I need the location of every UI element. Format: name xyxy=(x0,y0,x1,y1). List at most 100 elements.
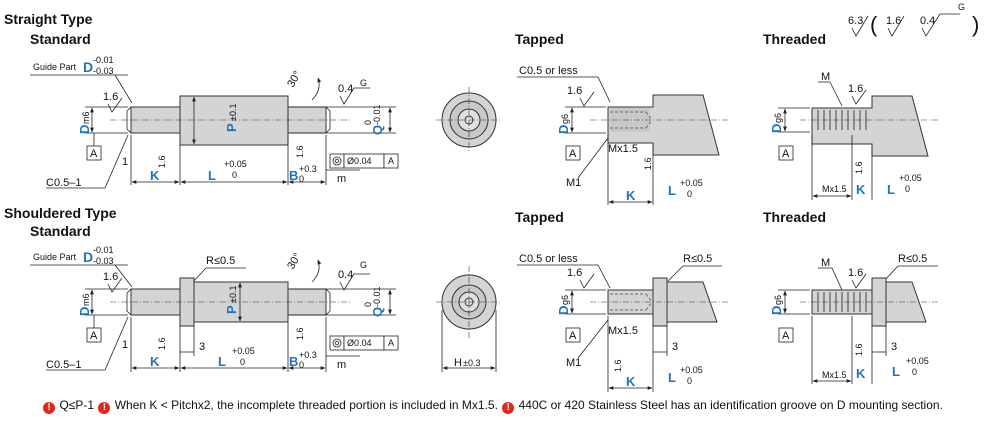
svg-text:Ø0.04: Ø0.04 xyxy=(347,156,372,166)
surface-finish-header: 6.3 ( 1.6 0.4 G ) xyxy=(848,2,979,37)
svg-text:A: A xyxy=(90,330,98,342)
svg-text:+0.05: +0.05 xyxy=(232,346,255,356)
subtitle-standard-2: Standard xyxy=(30,223,91,239)
svg-text:30°: 30° xyxy=(285,69,304,89)
svg-text:-0.03: -0.03 xyxy=(93,66,114,76)
svg-text:m: m xyxy=(337,173,346,185)
svg-text:K: K xyxy=(150,168,160,183)
svg-text:D: D xyxy=(769,306,784,315)
svg-text:Q: Q xyxy=(370,307,385,317)
svg-text:A: A xyxy=(782,330,790,342)
svg-text:Mx1.5: Mx1.5 xyxy=(608,325,638,337)
svg-text:0: 0 xyxy=(363,302,373,307)
svg-text:+0.05: +0.05 xyxy=(899,173,922,183)
svg-text:K: K xyxy=(856,366,866,381)
svg-text:m6: m6 xyxy=(81,293,91,306)
svg-text:0: 0 xyxy=(240,357,245,367)
note-q-le-p: Q≤P-1 xyxy=(59,398,95,412)
svg-text:A: A xyxy=(569,330,577,342)
threaded-pin-bottom: M 1.6 R≤0.5 D g6 A 3 Mx1.5 K L +0.05 0 1… xyxy=(769,253,940,384)
svg-text:0.4: 0.4 xyxy=(338,269,353,281)
footer-notes: ! Q≤P-1 ! When K < Pitchx2, the incomple… xyxy=(0,398,985,414)
svg-text:D: D xyxy=(556,125,571,134)
svg-text:A: A xyxy=(782,148,790,160)
svg-text:+0.05: +0.05 xyxy=(906,356,929,366)
svg-text:0: 0 xyxy=(905,184,910,194)
warning-icon: ! xyxy=(43,402,56,414)
svg-text:g6: g6 xyxy=(773,113,783,123)
svg-text:0.4: 0.4 xyxy=(920,15,935,27)
svg-text:+0.3: +0.3 xyxy=(299,164,317,174)
svg-text:D: D xyxy=(83,249,93,265)
svg-text:L: L xyxy=(892,364,900,379)
svg-text:m: m xyxy=(337,359,346,371)
end-view-shouldered: H ±0.3 xyxy=(436,266,502,372)
svg-text:±0.1: ±0.1 xyxy=(228,286,238,303)
svg-text:-0.01: -0.01 xyxy=(93,55,114,65)
title-tapped-1: Tapped xyxy=(515,31,564,47)
svg-text:A: A xyxy=(388,338,394,348)
title-threaded-1: Threaded xyxy=(763,31,826,47)
svg-text:D: D xyxy=(83,59,93,75)
svg-text:g6: g6 xyxy=(560,114,570,124)
svg-text:1.6: 1.6 xyxy=(848,83,863,95)
svg-text:1.6: 1.6 xyxy=(567,267,582,279)
svg-text:D: D xyxy=(769,124,784,133)
title-straight-type: Straight Type xyxy=(4,11,93,27)
svg-text:0: 0 xyxy=(687,189,692,199)
svg-text:30°: 30° xyxy=(285,251,304,271)
svg-text:): ) xyxy=(972,12,979,37)
svg-text:+0.3: +0.3 xyxy=(299,350,317,360)
svg-text:+0.05: +0.05 xyxy=(680,365,703,375)
svg-text:-0.03: -0.03 xyxy=(93,256,114,266)
svg-text:±0.1: ±0.1 xyxy=(228,104,238,121)
svg-text:3: 3 xyxy=(891,341,897,353)
svg-text:Q: Q xyxy=(370,125,385,135)
svg-text:1.6: 1.6 xyxy=(157,155,167,168)
svg-text:C0.5–1: C0.5–1 xyxy=(46,177,81,189)
svg-text:D: D xyxy=(556,306,571,315)
tapped-pin-bottom: C0.5 or less R≤0.5 1.6 D g6 A Mx1.5 M1 3… xyxy=(517,253,730,392)
svg-text:m6: m6 xyxy=(81,111,91,124)
svg-text:0: 0 xyxy=(687,376,692,386)
svg-text:-0.01: -0.01 xyxy=(372,104,382,125)
svg-text:G: G xyxy=(360,78,367,88)
svg-text:Guide Part: Guide Part xyxy=(33,252,77,262)
svg-text:0.4: 0.4 xyxy=(338,83,353,95)
svg-text:A: A xyxy=(569,148,577,160)
svg-text:M1: M1 xyxy=(566,177,581,189)
shouldered-standard-pin: Guide Part D -0.01 -0.03 R≤0.5 1.6 D m6 … xyxy=(30,245,399,372)
svg-text:R≤0.5: R≤0.5 xyxy=(206,255,235,267)
svg-text:Guide Part: Guide Part xyxy=(33,62,77,72)
svg-text:1.6: 1.6 xyxy=(103,271,118,283)
svg-text:1.6: 1.6 xyxy=(295,145,305,158)
threaded-pin-top: M 1.6 D g6 A Mx1.5 K L +0.05 0 1.6 xyxy=(769,71,940,200)
svg-text:K: K xyxy=(626,188,636,203)
svg-text:1.6: 1.6 xyxy=(854,161,864,174)
svg-text:0: 0 xyxy=(912,367,917,377)
svg-text:D: D xyxy=(77,307,92,316)
svg-text:H: H xyxy=(454,357,462,369)
title-tapped-2: Tapped xyxy=(515,209,564,225)
svg-text:+0.05: +0.05 xyxy=(680,178,703,188)
svg-text:-0.01: -0.01 xyxy=(372,286,382,307)
svg-text:P: P xyxy=(224,123,239,132)
svg-text:R≤0.5: R≤0.5 xyxy=(898,253,927,265)
svg-text:Mx1.5: Mx1.5 xyxy=(822,370,847,380)
svg-text:1.6: 1.6 xyxy=(567,85,582,97)
svg-text:P: P xyxy=(224,305,239,314)
svg-text:Mx1.5: Mx1.5 xyxy=(822,184,847,194)
svg-text:C0.5–1: C0.5–1 xyxy=(46,359,81,371)
svg-text:G: G xyxy=(360,260,367,270)
svg-text:L: L xyxy=(887,182,895,197)
svg-text:1.6: 1.6 xyxy=(643,157,653,170)
svg-text:L: L xyxy=(668,370,676,385)
svg-text:M: M xyxy=(821,257,830,269)
title-shouldered-type: Shouldered Type xyxy=(4,205,117,221)
svg-text:Mx1.5: Mx1.5 xyxy=(608,143,638,155)
svg-text:C0.5 or less: C0.5 or less xyxy=(519,65,578,77)
tapped-pin-top: C0.5 or less 1.6 D g6 A Mx1.5 M1 K L +0.… xyxy=(517,65,730,205)
svg-text:A: A xyxy=(90,148,98,160)
svg-text:g6: g6 xyxy=(773,295,783,305)
